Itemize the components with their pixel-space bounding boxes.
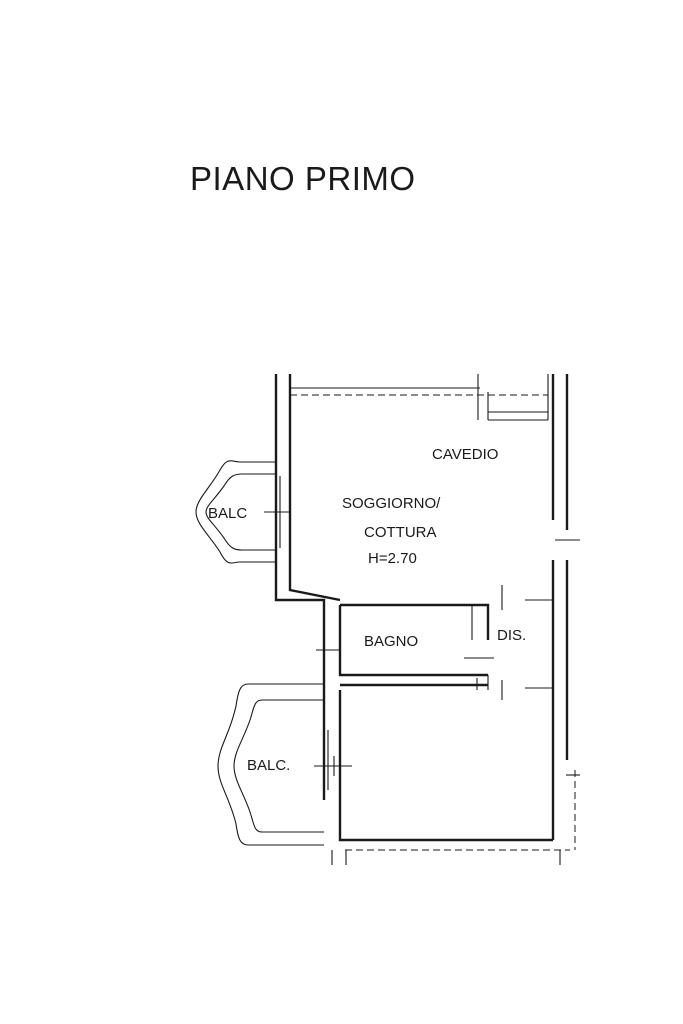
room-label-balcony-lower: BALC. [247,757,290,774]
floor-plan-walls [195,374,580,865]
room-label-bagno: BAGNO [364,633,418,650]
room-height: H=2.70 [368,550,417,567]
room-label-balcony-upper: BALC [208,505,247,522]
room-label-cavedio: CAVEDIO [432,446,498,463]
room-labels: CAVEDIO SOGGIORNO/ COTTURA H=2.70 BALC B… [208,446,526,774]
room-label-soggiorno: SOGGIORNO/ [342,495,441,512]
floor-title: PIANO PRIMO [190,160,416,197]
room-label-cottura: COTTURA [364,524,437,541]
room-label-dis: DIS. [497,627,526,644]
